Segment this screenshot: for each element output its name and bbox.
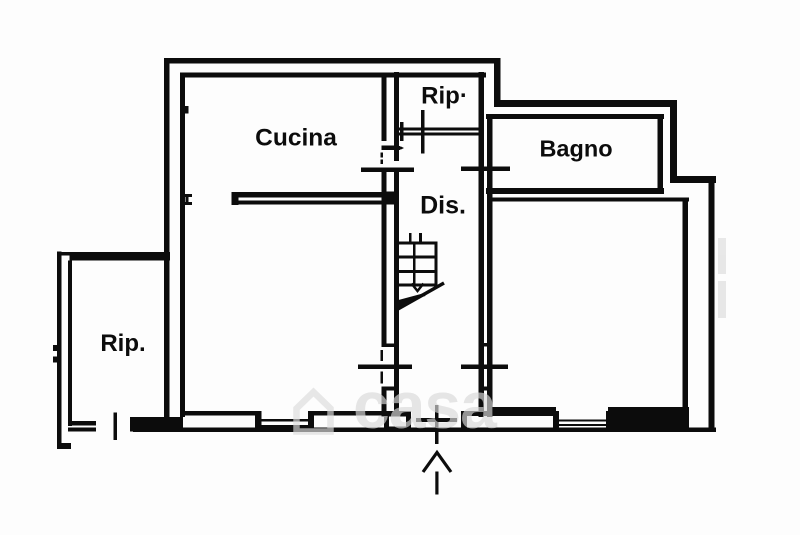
svg-text:Cucina: Cucina bbox=[255, 125, 337, 152]
svg-text:Dis.: Dis. bbox=[420, 192, 466, 220]
svg-text:Rip·: Rip· bbox=[421, 83, 468, 110]
svg-text:Rip.: Rip. bbox=[100, 330, 145, 357]
svg-text:Bagno: Bagno bbox=[539, 136, 612, 162]
svg-text:casa: casa bbox=[353, 368, 498, 442]
